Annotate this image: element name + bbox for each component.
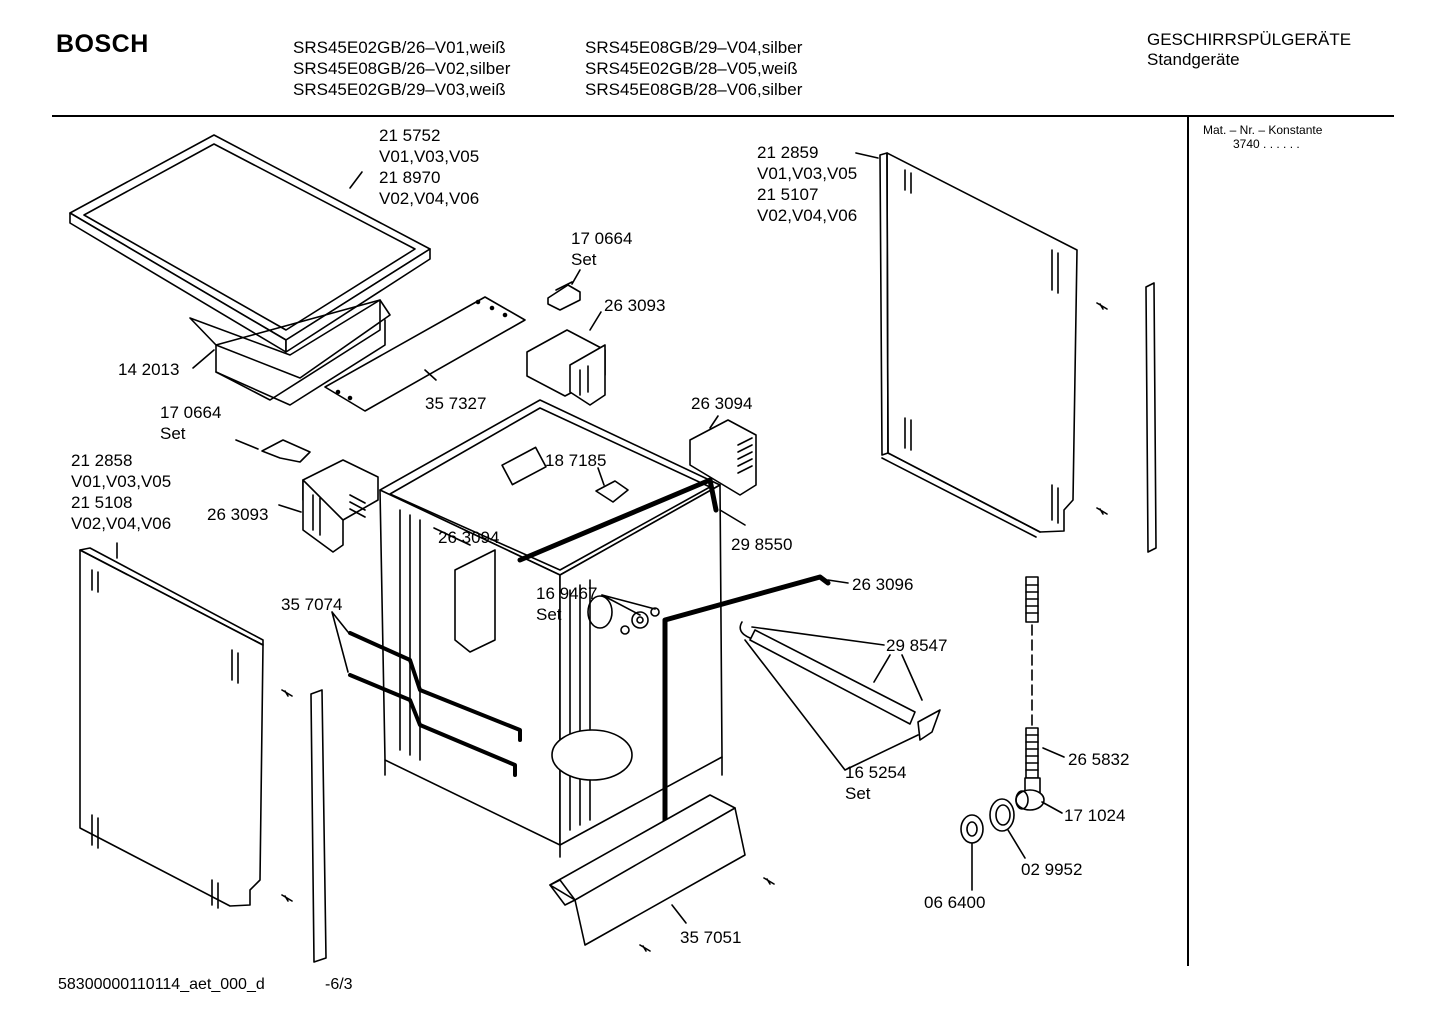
rod-part: [739, 621, 941, 741]
model-list-left: SRS45E02GB/26–V01,weiß SRS45E08GB/26–V02…: [293, 37, 510, 100]
leader-line: [571, 269, 581, 285]
part-label-small-set: 16 9467 Set: [536, 584, 598, 624]
leader-line: [235, 439, 259, 450]
part-label-left-side-panel: 21 2858 V01,V03,V05 21 5108 V02,V04,V06: [71, 451, 172, 533]
kick-plate-part: [549, 794, 746, 946]
leader-line: [192, 349, 215, 369]
hinge-part-left: [261, 439, 311, 463]
leader-line: [1041, 801, 1063, 814]
leader-line: [751, 626, 923, 701]
part-label-elbow: 17 1024: [1064, 806, 1126, 825]
screw-icon: [1096, 302, 1108, 515]
material-constant: Mat. – Nr. – Konstante 3740 . . . . . .: [1203, 123, 1322, 151]
leader-line: [331, 611, 349, 673]
sidebar-divider: [1187, 116, 1189, 966]
part-label-rails: 35 7074: [281, 595, 343, 614]
model-item: SRS45E08GB/26–V02,silber: [293, 59, 511, 78]
rails-part: [348, 631, 522, 777]
left-side-panel-part: [79, 547, 264, 909]
leader-line: [709, 415, 719, 429]
page-number: -6/3: [325, 976, 353, 993]
leader-line: [671, 904, 687, 924]
screw-icon: [281, 689, 293, 902]
material-value: 3740 . . . . . .: [1233, 137, 1300, 151]
part-label-seal: 29 8550: [731, 535, 793, 554]
hose-part: [1025, 576, 1039, 779]
top-cover-part: [69, 134, 431, 406]
part-label-door-seal: 26 3096: [852, 575, 914, 594]
part-label-right-side-panel: 21 2859 V01,V03,V05 21 5107 V02,V04,V06: [757, 143, 858, 225]
part-label-hose: 26 5832: [1068, 750, 1130, 769]
cover-part-right: [689, 419, 757, 496]
leader-line: [597, 467, 605, 486]
category-block: GESCHIRRSPÜLGERÄTE Standgeräte: [1147, 30, 1351, 70]
small-parts-set: [620, 607, 660, 635]
trim-strip-right: [1145, 282, 1157, 553]
part-label-bracket-top: 26 3093: [604, 296, 666, 315]
part-label-nut: 06 6400: [924, 893, 986, 912]
nut-part: [960, 814, 984, 844]
leader-line: [827, 579, 849, 584]
leader-line: [589, 311, 602, 331]
model-item: SRS45E02GB/26–V01,weiß: [293, 38, 506, 57]
material-label: Mat. – Nr. – Konstante: [1203, 123, 1323, 137]
hinge-part-top: [547, 281, 581, 311]
leader-line: [719, 509, 746, 526]
leader-line: [601, 594, 656, 616]
part-label-cover-right: 26 3094: [691, 394, 753, 413]
part-label-kick-plate: 35 7051: [680, 928, 742, 947]
category-title: GESCHIRRSPÜLGERÄTE: [1147, 30, 1352, 49]
model-item: SRS45E02GB/29–V03,weiß: [293, 80, 506, 99]
bracket-part-left: [302, 459, 379, 553]
strip-part: [324, 296, 526, 412]
part-label-strip: 35 7327: [425, 394, 487, 413]
part-label-bracket-left: 26 3093: [207, 505, 269, 524]
part-label-cover-inner: 26 3094: [438, 528, 500, 547]
leader-line: [424, 369, 437, 381]
cover-part-inner: [454, 549, 496, 653]
seal-part: [517, 477, 719, 563]
leader-line: [1007, 829, 1026, 859]
screw-icon: [639, 877, 775, 952]
model-item: SRS45E08GB/28–V06,silber: [585, 80, 803, 99]
part-label-support: 14 2013: [118, 360, 180, 379]
door-seal-part: [662, 574, 831, 883]
part-label-ring: 02 9952: [1021, 860, 1083, 879]
part-label-top-cover: 21 5752 V01,V03,V05 21 8970 V02,V04,V06: [379, 126, 480, 208]
right-side-panel-part: [879, 152, 1078, 538]
model-item: SRS45E08GB/29–V04,silber: [585, 38, 803, 57]
leader-line: [1042, 747, 1065, 758]
trim-strip-left: [310, 689, 327, 963]
document-id: 58300000110114_aet_000_d: [58, 976, 265, 993]
leader-line: [278, 504, 302, 513]
header-divider: [52, 115, 1394, 117]
bracket-part-top: [526, 329, 606, 406]
part-label-rod: 29 8547: [886, 636, 948, 655]
part-label-hinge-left: 17 0664 Set: [160, 403, 222, 443]
model-list-right: SRS45E08GB/29–V04,silber SRS45E02GB/28–V…: [585, 37, 802, 100]
brand-logo: BOSCH: [56, 30, 149, 58]
leader-line: [855, 152, 879, 159]
latch-part: [595, 480, 629, 503]
elbow-part: [1015, 777, 1045, 811]
leader-line: [349, 171, 363, 189]
category-subtitle: Standgeräte: [1147, 50, 1240, 69]
leader-line: [433, 527, 471, 546]
model-item: SRS45E02GB/28–V05,weiß: [585, 59, 798, 78]
leader-line: [744, 639, 919, 771]
ring-part: [989, 798, 1015, 832]
dishwasher-tub-part: [379, 399, 723, 858]
part-label-latch: 18 7185: [545, 451, 607, 470]
part-label-rod-set: 16 5254 Set: [845, 763, 907, 803]
part-label-hinge-top: 17 0664 Set: [571, 229, 633, 269]
